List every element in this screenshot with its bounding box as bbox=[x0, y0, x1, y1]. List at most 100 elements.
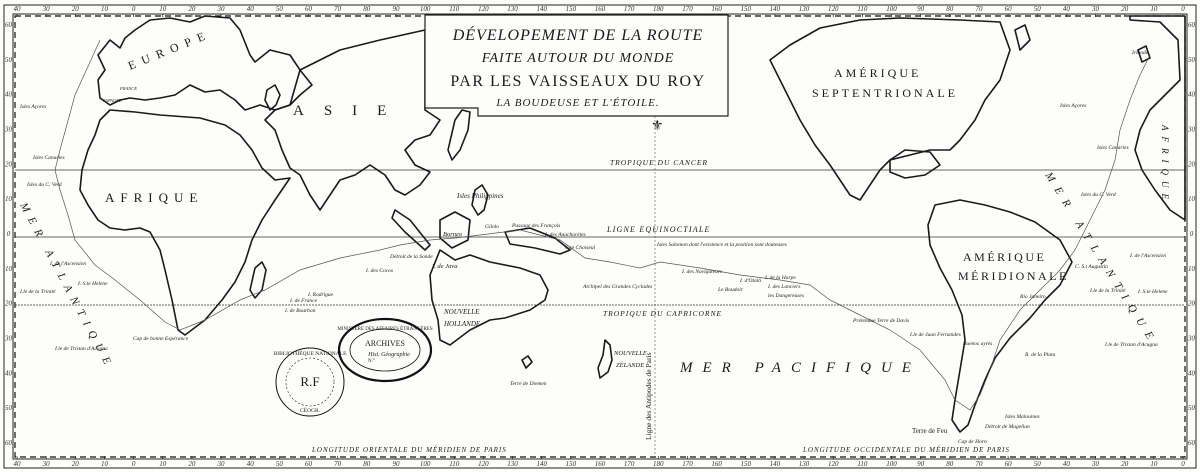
bottom-longitude-tick: 130 bbox=[799, 460, 810, 468]
south-america-coast bbox=[927, 199, 1073, 433]
top-longitude-tick: 160 bbox=[711, 5, 722, 13]
borneo-coast bbox=[439, 211, 471, 249]
archives-stamp-number: N.° bbox=[368, 359, 375, 364]
label-buenos-ayres: Buenos ayres bbox=[963, 341, 992, 347]
top-longitude-tick: 140 bbox=[770, 5, 781, 13]
left-latitude-tick: 40 bbox=[5, 91, 13, 99]
label-cap-choiseul: Cap Choiseul bbox=[565, 245, 596, 251]
label-i-tristan-east: I.le de Tristan d'Acugna bbox=[1104, 342, 1158, 348]
east-longitude-caption: LONGITUDE ORIENTALE DU MÉRIDIEN DE PARIS bbox=[311, 446, 507, 454]
bottom-longitude-tick: 120 bbox=[828, 460, 839, 468]
europe-coast bbox=[97, 15, 313, 111]
bottom-longitude-tick: 20 bbox=[188, 460, 196, 468]
bottom-longitude-tick: 130 bbox=[507, 460, 518, 468]
top-longitude-tick: 10 bbox=[1150, 5, 1158, 13]
bottom-longitude-tick: 0 bbox=[132, 460, 136, 468]
label-i-ascension-east: I. de l'Ascension bbox=[1129, 253, 1166, 259]
label-gilolo: Gilolo bbox=[485, 224, 499, 230]
archives-stamp-center: ARCHIVES bbox=[365, 339, 405, 348]
title-line-4: LA BOUDEUSE ET L'ÉTOILE. bbox=[495, 97, 659, 109]
top-longitude-tick: 30 bbox=[217, 5, 226, 13]
bottom-longitude-tick: 120 bbox=[478, 460, 489, 468]
label-isles-acores-east: Isles Açores bbox=[1059, 103, 1086, 109]
label-i-harpe: I. de la Harpe bbox=[764, 275, 796, 281]
bottom-longitude-tick: 10 bbox=[1150, 460, 1158, 468]
label-i-navigateurs: I. des Navigateurs bbox=[681, 269, 722, 275]
label-i-anachoretes: I. des Anachorètes bbox=[544, 232, 586, 238]
top-longitude-tick: 30 bbox=[1091, 5, 1100, 13]
label-terre-davis: Prétendue Terre de Davis bbox=[852, 318, 909, 324]
top-longitude-tick: 60 bbox=[1005, 5, 1013, 13]
right-latitude-tick: 30 bbox=[1187, 126, 1196, 134]
bottom-longitude-tick: 60 bbox=[1005, 460, 1013, 468]
label-france: FRANCE bbox=[119, 86, 137, 91]
top-longitude-tick: 110 bbox=[857, 5, 867, 13]
bottom-longitude-tick: 160 bbox=[595, 460, 606, 468]
archives-stamp-sub: Hist. Géographie bbox=[367, 352, 410, 358]
bn-stamp-center: R.F bbox=[300, 374, 319, 389]
top-longitude-tick: 50 bbox=[276, 5, 284, 13]
label-i-trinite-east: I.le de la Trinité bbox=[1089, 288, 1126, 294]
label-isles-philippines: Isles Philippines bbox=[456, 192, 504, 200]
bn-stamp-bottom: CÉOGR. bbox=[300, 406, 321, 414]
top-longitude-tick: 130 bbox=[507, 5, 518, 13]
gulf-of-mexico bbox=[889, 149, 941, 179]
south-america-label-1: AMÉRIQUE bbox=[963, 250, 1046, 264]
label-cap-st-augustin: C. S.t Augustin bbox=[1075, 264, 1108, 270]
bottom-longitude-tick: 90 bbox=[392, 460, 400, 468]
title-line-2: FAITE AUTOUR DU MONDE bbox=[481, 51, 675, 66]
top-longitude-tick: 170 bbox=[682, 5, 693, 13]
bottom-longitude-tick: 30 bbox=[217, 460, 226, 468]
fleur-de-lis-icon: ⚜ bbox=[651, 119, 664, 134]
bottom-longitude-tick: 40 bbox=[1063, 460, 1071, 468]
top-longitude-tick: 30 bbox=[42, 5, 51, 13]
right-latitude-tick: 20 bbox=[1188, 160, 1196, 168]
sumatra-coast bbox=[391, 209, 431, 251]
newfoundland-coast bbox=[1014, 24, 1031, 51]
bottom-longitude-tick: 150 bbox=[566, 460, 577, 468]
label-detroit-sonde: Détroit de la Sonde bbox=[389, 254, 433, 260]
top-longitude-tick: 20 bbox=[72, 5, 80, 13]
label-terre-de-feu: Terre de Feu bbox=[912, 427, 948, 435]
label-i-de-france: I. de France bbox=[289, 298, 318, 304]
africa-east-label: AFRIQUE bbox=[1160, 124, 1170, 205]
label-irlande: Irlande bbox=[1131, 50, 1149, 56]
top-longitude-tick: 70 bbox=[334, 5, 342, 13]
label-i-trinite-west: I.le de la Trinité bbox=[19, 289, 56, 295]
bottom-longitude-tick: 170 bbox=[624, 460, 635, 468]
left-latitude-tick: 60 bbox=[5, 439, 13, 447]
bn-stamp-ring: BIBLIOTHÈQUE NATIONALE bbox=[274, 349, 348, 357]
bottom-longitude-tick: 50 bbox=[1034, 460, 1042, 468]
top-longitude-tick: 120 bbox=[828, 5, 839, 13]
japan-coast bbox=[447, 109, 471, 161]
right-latitude-tick: 50 bbox=[1188, 56, 1196, 64]
australia-coast bbox=[429, 249, 549, 346]
bottom-longitude-tick: 170 bbox=[682, 460, 693, 468]
top-longitude-tick: 40 bbox=[1063, 5, 1071, 13]
north-america-label-1: AMÉRIQUE bbox=[834, 66, 921, 80]
label-i-rodrigue: I. Rodrigue bbox=[307, 292, 334, 298]
left-latitude-tick: 50 bbox=[5, 404, 13, 412]
right-latitude-tick: 40 bbox=[1188, 369, 1196, 377]
label-espagne: ESPAGNE bbox=[102, 98, 122, 103]
label-isles-cap-verd: Isles du C. Verd bbox=[26, 182, 62, 188]
top-longitude-tick: 70 bbox=[975, 5, 983, 13]
bottom-longitude-tick: 60 bbox=[305, 460, 313, 468]
label-isles-acores: Isles Açores bbox=[19, 104, 46, 110]
pacific-ocean-label: MER PACIFIQUE bbox=[679, 360, 921, 376]
label-otaiti: I. d'Otaiti bbox=[739, 278, 762, 284]
top-longitude-tick: 40 bbox=[14, 5, 22, 13]
bottom-longitude-tick: 90 bbox=[917, 460, 925, 468]
new-holland-label-2: HOLLANDE bbox=[443, 320, 481, 328]
new-guinea-coast bbox=[504, 227, 571, 255]
bottom-longitude-tick: 140 bbox=[770, 460, 781, 468]
label-i-ascension-west: I. de l'Ascension bbox=[49, 261, 86, 267]
label-i-bourbon: I. de Bourbon bbox=[284, 308, 316, 314]
archives-stamp: MINISTÈRE DES AFFAIRES ÉTRANGÈRES ARCHIV… bbox=[337, 317, 433, 383]
tropic-of-capricorn-label: TROPIQUE DU CAPRICORNE bbox=[603, 309, 722, 318]
new-holland-label-1: NOUVELLE bbox=[443, 308, 480, 316]
right-latitude-tick: 40 bbox=[1188, 91, 1196, 99]
title-line-1: DÉVELOPEMENT DE LA ROUTE bbox=[452, 25, 704, 44]
label-terre-diemen: Terre de Diemen bbox=[510, 381, 547, 387]
